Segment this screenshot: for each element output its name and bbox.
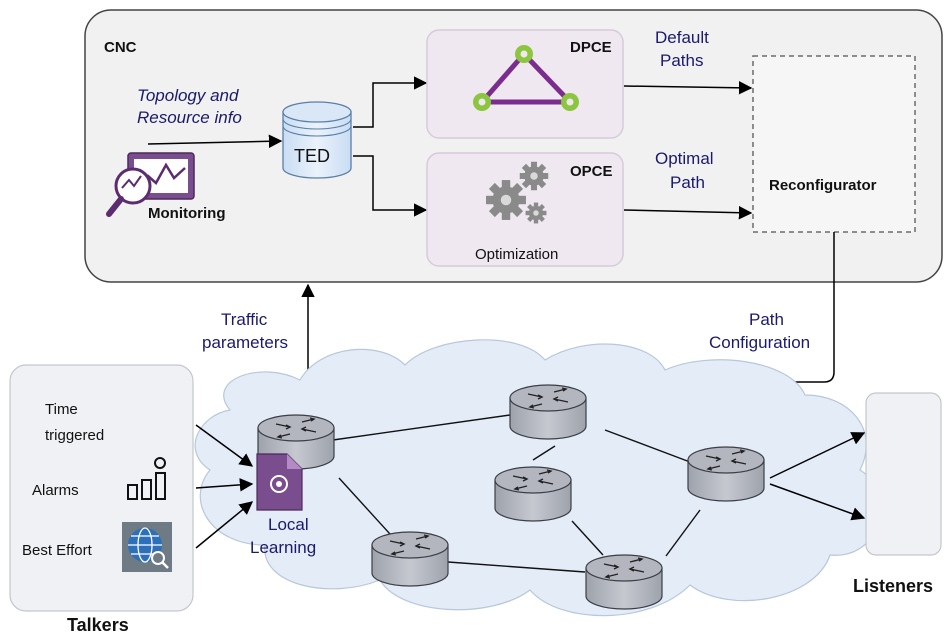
router-3 [494, 466, 572, 522]
reconfigurator-label: Reconfigurator [769, 177, 877, 194]
listeners-title: Listeners [853, 576, 933, 596]
alarms-arrow [195, 478, 254, 492]
optimal-path-line2: Path [670, 173, 705, 192]
bar-chart-icon [127, 457, 166, 500]
monitoring-icon [106, 152, 195, 217]
reconfigurator-box [752, 55, 916, 233]
best-effort-label: Best Effort [22, 542, 93, 559]
opce-to-reconfigurator-arrow [623, 205, 753, 220]
ted-to-dpce-arrow [353, 76, 428, 128]
monitoring-to-ted-arrow [147, 134, 283, 149]
router-4 [687, 446, 765, 502]
path-configuration-arrow [774, 232, 835, 389]
traffic-parameters-line1: Traffic [221, 310, 268, 329]
to-listener-arrow-2 [769, 483, 866, 521]
default-paths-line2: Paths [660, 51, 703, 70]
local-learning-icon [256, 453, 303, 511]
cnc-label: CNC [104, 39, 137, 56]
dpce-to-reconfigurator-arrow [623, 81, 753, 95]
optimization-label: Optimization [475, 246, 558, 263]
default-paths-line1: Default [655, 28, 709, 47]
globe-search-icon [122, 522, 172, 572]
dpce-label: DPCE [570, 39, 612, 56]
to-listener-arrow-1 [769, 432, 866, 479]
network-links [332, 414, 701, 573]
dpce-box [426, 29, 624, 139]
ted-label: TED [294, 146, 330, 166]
topology-label-line1: Topology and [137, 86, 239, 105]
cnc-container [84, 9, 943, 283]
time-triggered-arrow [195, 424, 254, 467]
alarms-label: Alarms [32, 482, 79, 499]
talkers-title: Talkers [67, 615, 129, 635]
optimal-path-line1: Optimal [655, 149, 714, 168]
ted-to-opce-arrow [353, 155, 428, 217]
listeners-box [865, 392, 942, 556]
opce-label: OPCE [570, 163, 613, 180]
best-effort-arrow [195, 501, 254, 549]
router-5 [371, 531, 449, 587]
router-2 [509, 384, 587, 440]
traffic-parameters-line2: parameters [202, 333, 288, 352]
router-6 [585, 554, 663, 610]
time-triggered-line1: Time [45, 401, 78, 418]
local-learning-line2: Learning [250, 538, 316, 557]
path-configuration-line2: Configuration [709, 333, 810, 352]
time-triggered-line2: triggered [45, 427, 104, 444]
path-configuration-line1: Path [749, 310, 784, 329]
monitoring-label: Monitoring [148, 205, 225, 222]
ted-database-icon [282, 101, 352, 179]
topology-label-line2: Resource info [137, 108, 242, 127]
opce-box [426, 152, 624, 267]
local-learning-line1: Local [268, 515, 309, 534]
triangle-graph-icon [473, 45, 579, 111]
